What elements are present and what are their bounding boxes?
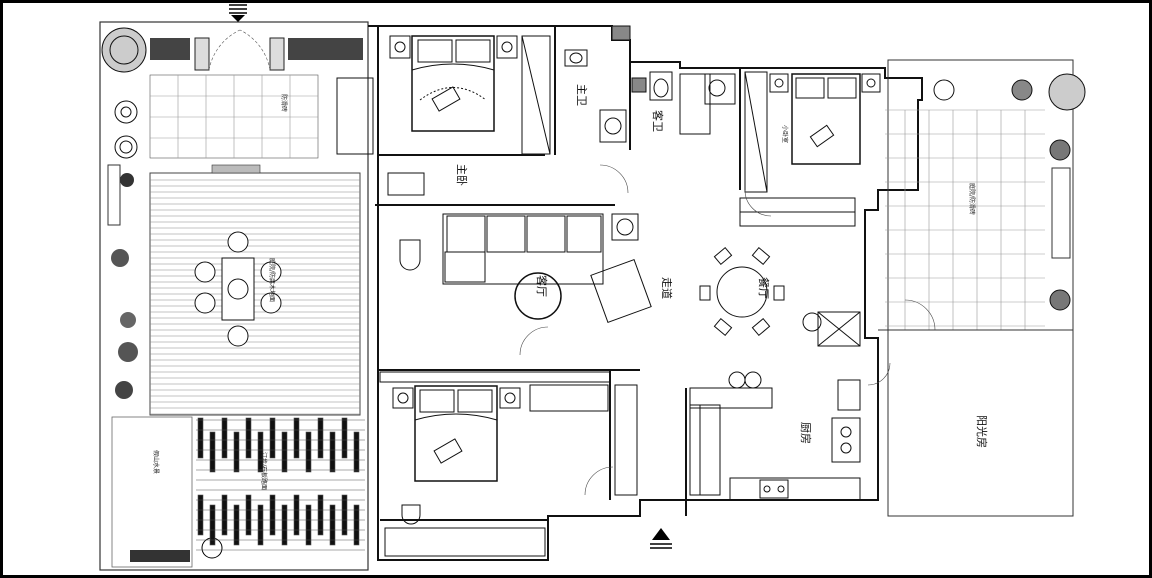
- right-courtyard: [878, 59, 1086, 517]
- tree-icon: [101, 27, 147, 159]
- kitchen-label: 厨房: [799, 422, 812, 444]
- lower-bedroom: [384, 384, 638, 557]
- house-walls: [368, 25, 923, 561]
- kitchen: [689, 371, 861, 501]
- left-courtyard-label: 庭院/防腐木地面: [268, 258, 276, 302]
- entrance-arrow-icon: [229, 4, 247, 22]
- master-bedroom: [336, 35, 551, 196]
- stepping-stones: [196, 417, 365, 551]
- tree-icon: [1011, 73, 1086, 311]
- guest-bath: [631, 71, 736, 135]
- master-bath: [564, 25, 631, 143]
- stepping-path-label: 汀步/石板路面: [260, 452, 268, 490]
- sun-room-label: 阳光房: [975, 415, 989, 448]
- rockery-label: 假山水景: [152, 450, 160, 474]
- wood-deck: [149, 164, 361, 416]
- corridor-label: 走道: [660, 277, 674, 299]
- dining-table: [699, 246, 861, 347]
- small-bedroom: [739, 71, 881, 227]
- outdoor-dining-table: [194, 231, 282, 347]
- living-room-label: 客厅: [535, 275, 549, 297]
- top-left-tile-patio: [149, 74, 319, 159]
- main-entrance-icon: [650, 528, 672, 549]
- door-swings: [519, 164, 936, 496]
- guest-bath-label: 客卫: [651, 110, 665, 132]
- top-left-patio-label: 防滑砖: [280, 94, 288, 112]
- small-bedroom-label: 小卧室: [781, 125, 789, 143]
- master-bath-label: 主卫: [575, 84, 588, 106]
- living-room: [379, 213, 652, 383]
- right-courtyard-label: 庭院/防滑砖: [968, 183, 976, 215]
- dining-room-label: 餐厅: [757, 277, 771, 299]
- left-courtyard: [99, 4, 369, 571]
- master-bedroom-label: 主卧: [455, 164, 468, 186]
